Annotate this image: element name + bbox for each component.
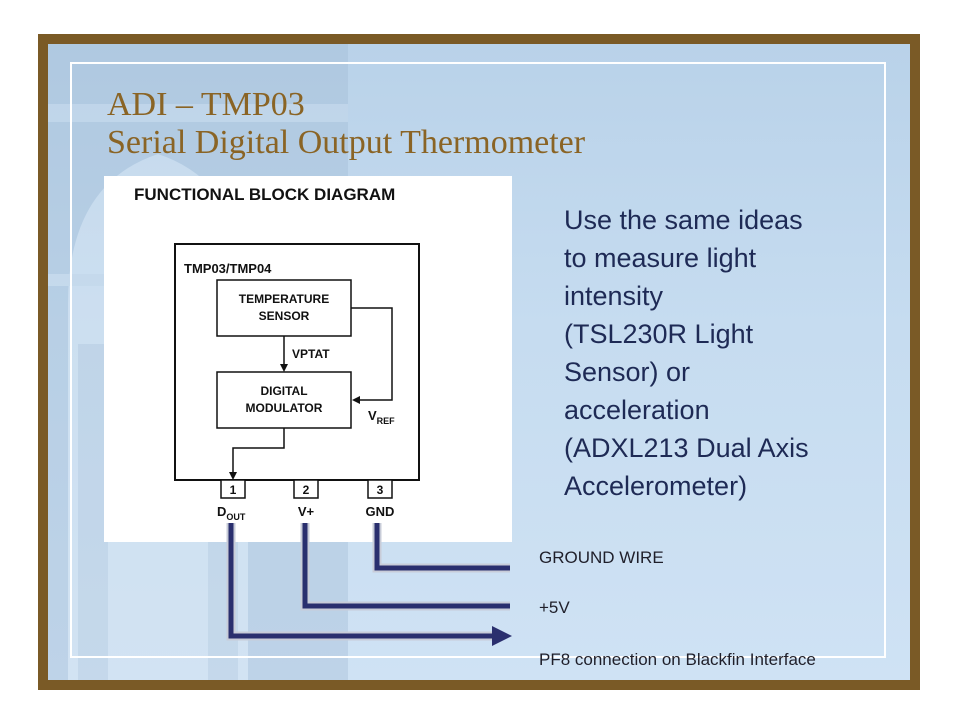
functional-block-diagram — [104, 176, 512, 542]
signal-wire-label: PF8 connection on Blackfin Interface — [539, 650, 816, 669]
body-line: to measure light — [564, 243, 757, 273]
body-line: Accelerometer) — [564, 471, 748, 501]
power-wire-label: +5V — [539, 598, 570, 617]
slide-title: ADI – TMP03 Serial Digital Output Thermo… — [107, 86, 585, 162]
body-line: Sensor) or — [564, 357, 691, 387]
inner-border — [70, 62, 886, 658]
body-line: acceleration — [564, 395, 710, 425]
body-line: Use the same ideas — [564, 205, 803, 235]
body-line: (ADXL213 Dual Axis — [564, 433, 809, 463]
title-line-1: ADI – TMP03 — [107, 86, 305, 123]
body-line: (TSL230R Light — [564, 319, 754, 349]
body-line: intensity — [564, 281, 664, 311]
ground-wire-label: GROUND WIRE — [539, 548, 664, 567]
body-text: Use the same ideas to measure light inte… — [564, 201, 894, 505]
title-line-2: Serial Digital Output Thermometer — [107, 124, 586, 161]
